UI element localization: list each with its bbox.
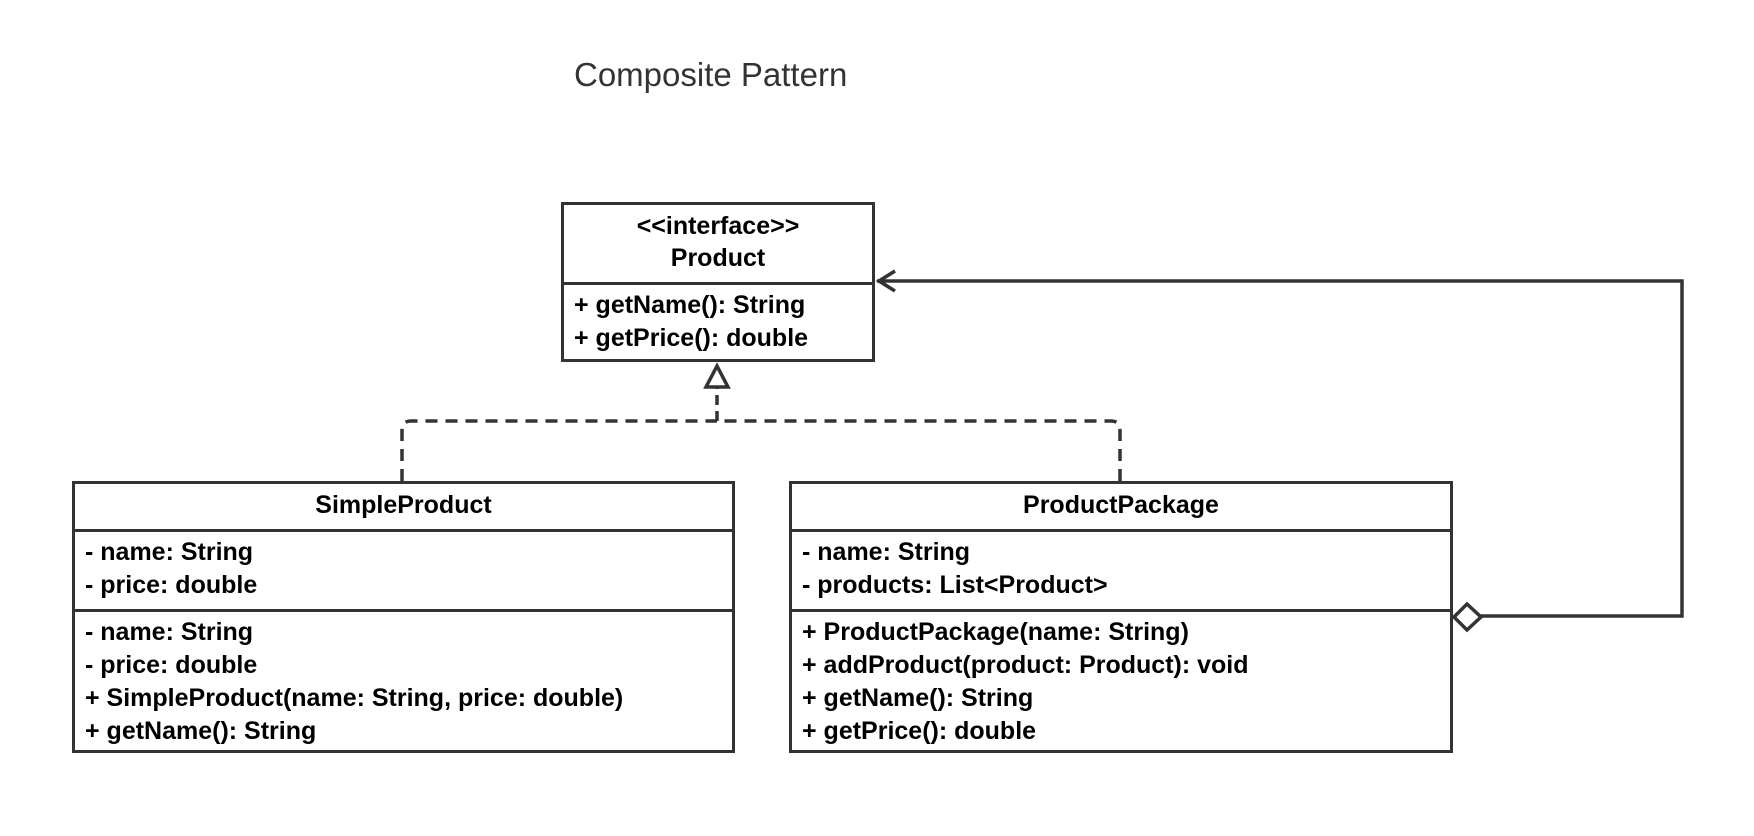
method-line: + addProduct(product: Product): void bbox=[802, 651, 1249, 679]
aggregation-line bbox=[877, 279, 1684, 618]
attribute-line: - name: String bbox=[85, 538, 254, 566]
class-stereotype: <<interface>> bbox=[636, 212, 800, 240]
method-line: - name: String bbox=[85, 618, 254, 646]
method-line: + getPrice(): double bbox=[802, 717, 1037, 745]
methods-compartment: - name: String - price: double + SimpleP… bbox=[75, 609, 732, 750]
attributes-compartment: - name: String - price: double bbox=[75, 529, 732, 609]
class-name: ProductPackage bbox=[1023, 491, 1219, 519]
class-name: SimpleProduct bbox=[315, 491, 492, 519]
class-name: Product bbox=[670, 244, 766, 272]
realization-line-simpleproduct bbox=[400, 419, 717, 481]
method-line: - price: double bbox=[85, 651, 258, 679]
method-line: + getName(): String bbox=[85, 717, 317, 745]
realization-arrowhead bbox=[703, 362, 731, 389]
class-box-product[interactable]: <<interface>> Product + getName(): Strin… bbox=[561, 202, 875, 362]
method-line: + getPrice(): double bbox=[574, 324, 809, 352]
method-line: + SimpleProduct(name: String, price: dou… bbox=[85, 684, 624, 712]
attribute-line: - price: double bbox=[85, 571, 258, 599]
realization-line-productpackage bbox=[717, 419, 1122, 481]
aggregation-arrowhead bbox=[875, 269, 896, 293]
attribute-line: - products: List<Product> bbox=[802, 571, 1108, 599]
method-line: + ProductPackage(name: String) bbox=[802, 618, 1189, 646]
attribute-line: - name: String bbox=[802, 538, 971, 566]
class-header: SimpleProduct bbox=[75, 484, 732, 529]
method-line: + getName(): String bbox=[574, 291, 806, 319]
methods-compartment: + ProductPackage(name: String) + addProd… bbox=[792, 609, 1450, 750]
aggregation-diamond bbox=[1451, 601, 1484, 633]
diagram-title: Composite Pattern bbox=[574, 56, 848, 93]
class-box-simpleproduct[interactable]: SimpleProduct - name: String - price: do… bbox=[72, 481, 735, 753]
class-box-productpackage[interactable]: ProductPackage - name: String - products… bbox=[789, 481, 1453, 753]
method-line: + getName(): String bbox=[802, 684, 1034, 712]
class-header: ProductPackage bbox=[792, 484, 1450, 529]
methods-compartment: + getName(): String + getPrice(): double bbox=[564, 282, 872, 359]
attributes-compartment: - name: String - products: List<Product> bbox=[792, 529, 1450, 609]
class-header: <<interface>> Product bbox=[564, 205, 872, 282]
